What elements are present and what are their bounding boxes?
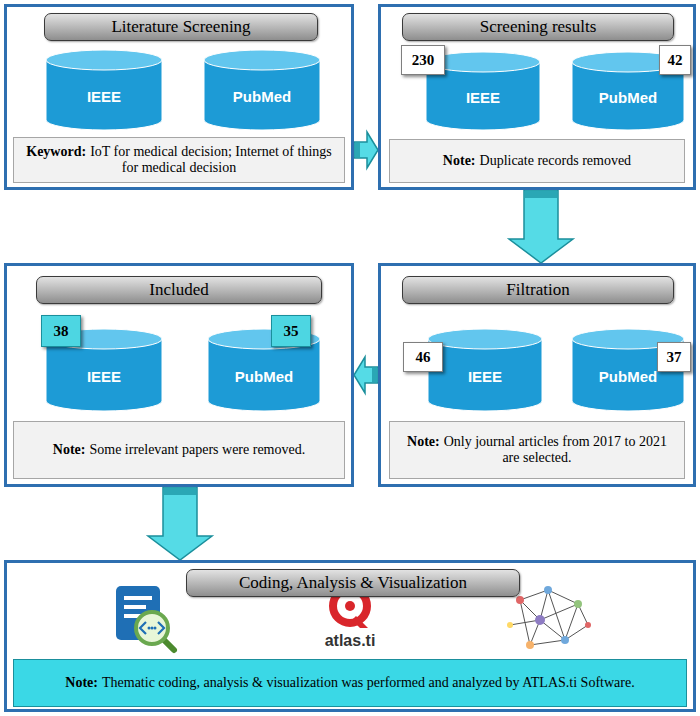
arrow-shade <box>372 368 377 382</box>
stage-panel: Literature ScreeningIEEE PubMedKeyword: Io… <box>4 4 354 190</box>
count-box: 35 <box>271 315 311 347</box>
block-arrow <box>354 357 378 393</box>
note-label: Note: <box>53 442 86 457</box>
database-cylinder: IEEE <box>427 328 543 412</box>
block-arrow <box>354 132 378 168</box>
stage-heading: Filtration <box>402 276 674 304</box>
database-cylinder: IEEE <box>45 49 163 131</box>
note-box: Note: Duplicate records removed <box>389 139 685 183</box>
database-name: IEEE <box>45 368 163 385</box>
note-label: Note: <box>65 675 98 690</box>
arrow-shade <box>164 488 196 495</box>
note-text: Note: Only journal articles from 2017 to … <box>398 434 676 466</box>
block-arrow <box>148 487 212 560</box>
arrow-shade <box>355 143 360 157</box>
count-box: 42 <box>659 45 691 75</box>
logo-text: atlas.ti <box>290 632 410 650</box>
stage-panel: FiltrationIEEE46PubMed37Note:Only journa… <box>378 263 696 487</box>
note-box: Note: Thematic coding, analysis & visuali… <box>13 659 687 707</box>
note-body: Thematic coding, analysis & visualizatio… <box>102 675 635 690</box>
record-count: 35 <box>284 323 299 340</box>
note-text: Note: Thematic coding, analysis & visuali… <box>65 675 634 691</box>
record-count: 37 <box>667 349 682 366</box>
network-graph <box>507 586 591 649</box>
note-text: Note: Duplicate records removed <box>443 153 631 169</box>
count-box: 37 <box>657 342 691 372</box>
database-name: IEEE <box>425 89 541 106</box>
note-box: Note: Only journal articles from 2017 to … <box>389 421 685 479</box>
stage-heading: Literature Screening <box>44 13 318 41</box>
note-box: Note:Some irrelevant papers were removed… <box>13 421 345 479</box>
stage-heading: Screening results <box>402 13 674 41</box>
database-cylinder: PubMed <box>203 49 321 131</box>
arrow-shade <box>525 191 557 198</box>
database-name: PubMed <box>203 88 321 105</box>
record-count: 42 <box>668 52 683 69</box>
note-body: Only journal articles from 2017 to 2021 … <box>444 434 667 465</box>
database-name: PubMed <box>571 89 685 106</box>
note-label: Note: <box>407 434 440 449</box>
count-box: 230 <box>401 45 445 75</box>
stage-heading: Coding, Analysis & Visualization <box>186 569 520 597</box>
note-body: Duplicate records removed <box>480 153 632 168</box>
stage-panel: Screening resultsIEEE 230PubMed 42Note: Dup… <box>378 4 696 190</box>
count-box: 38 <box>41 315 81 347</box>
record-count: 38 <box>54 323 69 340</box>
database-name: IEEE <box>45 88 163 105</box>
note-body: Some irrelevant papers were removed. <box>89 442 305 457</box>
count-box: 46 <box>403 342 443 372</box>
record-count: 46 <box>416 349 431 366</box>
note-label: Note: <box>443 153 476 168</box>
record-count: 230 <box>412 52 435 69</box>
database-name: PubMed <box>207 368 321 385</box>
coding-icon <box>116 586 174 650</box>
note-label: Keyword: <box>26 144 86 159</box>
note-text: Keyword: IoT for medical decision; Intern… <box>22 144 336 176</box>
note-text: Note:Some irrelevant papers were removed… <box>53 442 305 458</box>
block-arrow <box>509 190 573 263</box>
note-box: Keyword: IoT for medical decision; Intern… <box>13 137 345 183</box>
stage-heading: Included <box>36 276 322 304</box>
database-name: IEEE <box>427 368 543 385</box>
stage-panel: Included 38IEEE PubMed 35Note:Some irreleva… <box>4 263 354 487</box>
note-body: IoT for medical decision; Internet of th… <box>90 144 332 175</box>
